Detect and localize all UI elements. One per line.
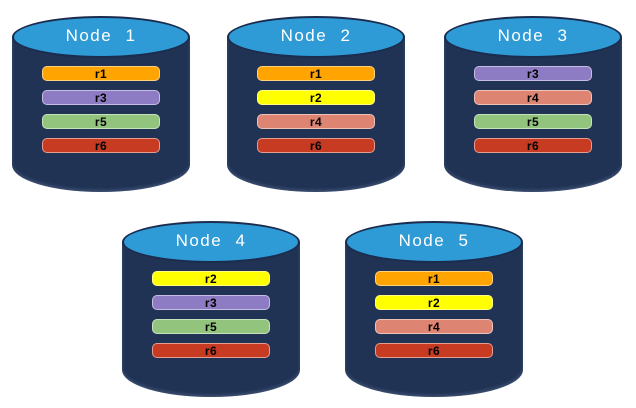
replica-label: r6 [94,138,108,153]
replica-bar: r2 [257,90,375,105]
replica-bar: r1 [375,271,493,286]
replica-label: r6 [309,138,323,153]
replica-label: r2 [309,90,323,105]
replica-bar: r1 [42,66,160,81]
replica-list: r1 r3 r5 r6 [42,66,160,162]
replica-bar: r2 [152,271,270,286]
replica-bar: r3 [152,295,270,310]
replica-bar: r2 [375,295,493,310]
replica-bar: r5 [474,114,592,129]
cylinder-top: Node 2 [227,16,405,58]
replica-label: r2 [427,295,441,310]
replica-bar: r1 [257,66,375,81]
node-title: Node 2 [280,26,352,45]
replica-label: r1 [309,66,323,81]
replica-label: r1 [94,66,108,81]
node-cylinder-1: Node 1 r1 r3 r5 r6 [12,16,190,192]
replica-list: r2 r3 r5 r6 [152,271,270,367]
replica-label: r4 [309,114,323,129]
replica-label: r6 [427,343,441,358]
replica-bar: r3 [474,66,592,81]
replica-bar: r5 [42,114,160,129]
node-cylinder-2: Node 2 r1 r2 r4 r6 [227,16,405,192]
replica-label: r5 [526,114,540,129]
node-title: Node 3 [497,26,569,45]
replica-label: r1 [427,271,441,286]
replica-label: r3 [526,66,540,81]
node-title: Node 4 [175,231,247,250]
replica-bar: r4 [474,90,592,105]
cylinder-top: Node 5 [345,221,523,263]
replica-label: r5 [94,114,108,129]
replica-label: r3 [204,295,218,310]
replica-bar: r6 [375,343,493,358]
replica-bar: r5 [152,319,270,334]
replica-list: r3 r4 r5 r6 [474,66,592,162]
replica-label: r6 [204,343,218,358]
node-cylinder-5: Node 5 r1 r2 r4 r6 [345,221,523,397]
node-title: Node 5 [398,231,470,250]
replica-label: r5 [204,319,218,334]
replica-label: r6 [526,138,540,153]
node-cylinder-3: Node 3 r3 r4 r5 r6 [444,16,622,192]
replica-label: r4 [427,319,441,334]
cylinder-top: Node 3 [444,16,622,58]
cylinder-top: Node 4 [122,221,300,263]
cylinder-top: Node 1 [12,16,190,58]
replica-bar: r6 [152,343,270,358]
replica-list: r1 r2 r4 r6 [257,66,375,162]
node-title: Node 1 [65,26,137,45]
replica-list: r1 r2 r4 r6 [375,271,493,367]
replica-bar: r6 [42,138,160,153]
node-cylinder-4: Node 4 r2 r3 r5 r6 [122,221,300,397]
replica-label: r2 [204,271,218,286]
replica-bar: r6 [474,138,592,153]
replica-bar: r6 [257,138,375,153]
replica-label: r3 [94,90,108,105]
replica-bar: r3 [42,90,160,105]
replica-label: r4 [526,90,540,105]
replica-bar: r4 [257,114,375,129]
replica-bar: r4 [375,319,493,334]
